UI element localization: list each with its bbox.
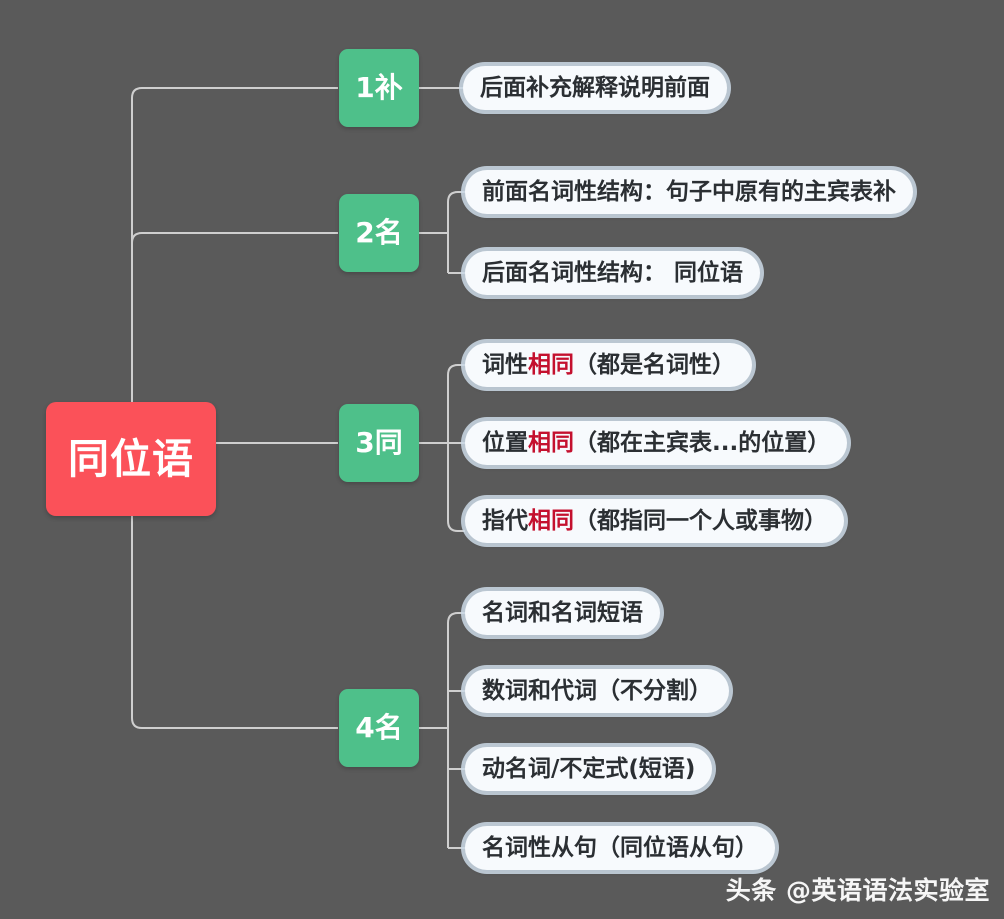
leaf-node-3-2-label: 位置相同（都在主宾表...的位置） [482, 429, 831, 456]
leaf-node-4-1[interactable]: 名词和名词短语 [465, 591, 660, 635]
leaf-node-1-1[interactable]: 后面补充解释说明前面 [463, 66, 727, 110]
wire-branch-2 [131, 232, 338, 244]
wire-leaf-2-1 [447, 191, 465, 203]
branch-node-4-label: 4名 [355, 711, 403, 744]
branch-node-1-label: 1补 [355, 71, 403, 104]
leaf-label-highlight: 相同 [528, 429, 574, 456]
branch-node-1[interactable]: 1补 [339, 49, 419, 127]
watermark: 头条 @英语语法实验室 [725, 876, 990, 905]
root-node-tongweiyu[interactable]: 同位语 [46, 402, 216, 516]
leaf-node-3-3[interactable]: 指代相同（都指同一个人或事物） [465, 499, 844, 543]
branch-node-3-label: 3同 [355, 426, 403, 459]
leaf-node-4-3[interactable]: 动名词/不定式(短语) [465, 747, 713, 791]
leaf-node-2-2[interactable]: 后面名词性结构： 同位语 [465, 251, 761, 295]
leaf-node-2-1[interactable]: 前面名词性结构：句子中原有的主宾表补 [465, 170, 913, 214]
leaf-node-4-1-label: 名词和名词短语 [482, 599, 643, 626]
leaf-label-highlight: 相同 [528, 351, 574, 378]
leaf-node-3-2[interactable]: 位置相同（都在主宾表...的位置） [465, 421, 848, 465]
wire-branch-4 [131, 717, 338, 729]
leaf-node-4-2[interactable]: 数词和代词（不分割） [465, 669, 729, 713]
leaf-node-2-1-label: 前面名词性结构：句子中原有的主宾表补 [482, 178, 896, 205]
leaf-node-3-1[interactable]: 词性相同（都是名词性） [465, 343, 752, 387]
leaf-node-1-1-label: 后面补充解释说明前面 [480, 74, 710, 101]
branch-node-2-label: 2名 [355, 216, 403, 249]
wire-leaf-3-3 [447, 520, 465, 532]
root-node-label: 同位语 [68, 434, 194, 483]
branch-node-4[interactable]: 4名 [339, 689, 419, 767]
wire-branch-1 [131, 87, 338, 99]
wire-leaf-3-1 [447, 364, 465, 376]
leaf-node-4-2-label: 数词和代词（不分割） [482, 677, 712, 704]
leaf-node-4-3-label: 动名词/不定式(短语) [482, 755, 696, 782]
branch-node-2[interactable]: 2名 [339, 194, 419, 272]
leaf-node-2-2-label: 后面名词性结构： 同位语 [482, 259, 744, 286]
wire-leaf-4-1 [447, 612, 465, 624]
leaf-label-highlight: 相同 [528, 507, 574, 534]
leaf-node-3-1-label: 词性相同（都是名词性） [482, 351, 735, 378]
leaf-node-4-4[interactable]: 名词性从句（同位语从句） [465, 826, 775, 870]
leaf-node-3-3-label: 指代相同（都指同一个人或事物） [482, 507, 827, 534]
leaf-node-4-4-label: 名词性从句（同位语从句） [482, 834, 758, 861]
branch-node-3[interactable]: 3同 [339, 404, 419, 482]
